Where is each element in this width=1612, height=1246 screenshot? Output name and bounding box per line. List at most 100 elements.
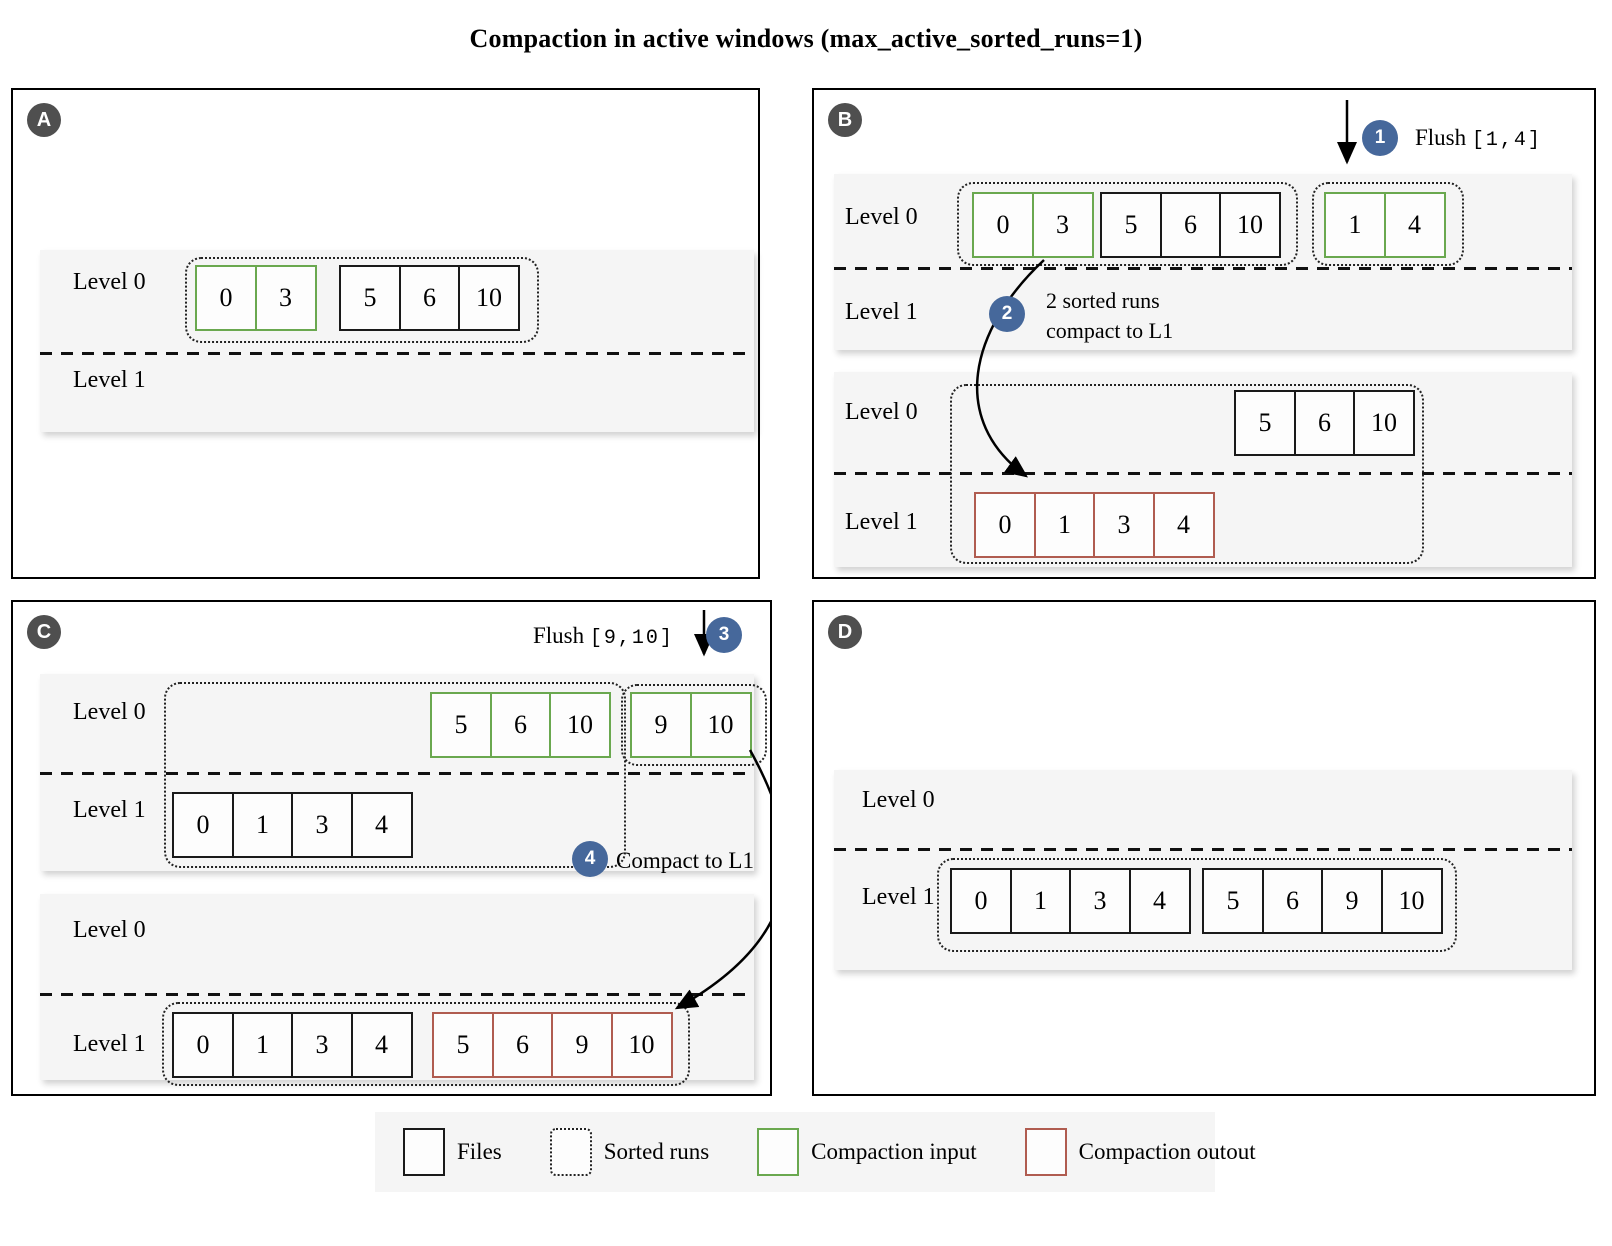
step-2-badge: 2 bbox=[989, 296, 1025, 332]
file-cell: 3 bbox=[1093, 492, 1155, 558]
file-cell: 9 bbox=[1321, 868, 1383, 934]
file-cell: 0 bbox=[950, 868, 1012, 934]
legend-label: Compaction outout bbox=[1078, 1139, 1256, 1164]
panel-c-before-level1-label: Level 1 bbox=[73, 797, 146, 823]
step-3-badge: 3 bbox=[706, 617, 742, 653]
compact-note: Compact to L1 bbox=[616, 848, 754, 873]
file-cell: 4 bbox=[350, 792, 413, 858]
legend: Files Sorted runs Compaction input Compa… bbox=[375, 1112, 1256, 1192]
file-cell: 4 bbox=[1152, 492, 1215, 558]
panel-b-before-divider bbox=[834, 267, 1572, 270]
sorted-runs-swatch-icon bbox=[549, 1128, 592, 1176]
panel-b-before-level1-label: Level 1 bbox=[845, 299, 918, 325]
file-cell: 10 bbox=[610, 1012, 673, 1078]
file-cell: 1 bbox=[1324, 192, 1386, 258]
file-cell: 5 bbox=[432, 1012, 494, 1078]
panel-d-level0-label: Level 0 bbox=[862, 787, 935, 813]
file-cell: 3 bbox=[1031, 192, 1094, 258]
panel-b-after-level0-label: Level 0 bbox=[845, 399, 918, 425]
panel-a-level1-label: Level 1 bbox=[73, 367, 146, 393]
file-cell: 0 bbox=[172, 792, 234, 858]
legend-item-compaction-output: Compaction outout bbox=[1024, 1128, 1256, 1176]
file-cell: 1 bbox=[231, 1012, 294, 1078]
file-cell: 10 bbox=[1219, 192, 1281, 258]
legend-item-compaction-input: Compaction input bbox=[757, 1128, 977, 1176]
file-cell: 6 bbox=[398, 265, 461, 331]
file-cell: 1 bbox=[1033, 492, 1096, 558]
file-cell: 1 bbox=[1009, 868, 1072, 934]
legend-label: Sorted runs bbox=[603, 1139, 710, 1164]
panel-c-before-divider bbox=[40, 772, 754, 775]
sorted-run-outline bbox=[950, 384, 1424, 564]
file-cell: 3 bbox=[1069, 868, 1131, 934]
sorted-run-outline bbox=[1312, 182, 1464, 266]
file-cell: 5 bbox=[430, 692, 492, 758]
file-cell: 4 bbox=[350, 1012, 413, 1078]
sorted-run-outline bbox=[937, 858, 1457, 952]
panel-c-badge: C bbox=[27, 615, 61, 649]
file-cell: 10 bbox=[689, 692, 752, 758]
panel-b-after-divider bbox=[834, 472, 1572, 475]
file-cell: 4 bbox=[1383, 192, 1446, 258]
panel-b-after-level1-label: Level 1 bbox=[845, 509, 918, 535]
file-cell: 10 bbox=[458, 265, 520, 331]
flush-label: Flush bbox=[533, 623, 585, 648]
file-cell: 0 bbox=[195, 265, 257, 331]
panel-d-level-divider bbox=[834, 848, 1572, 851]
panel-d-level1-label: Level 1 bbox=[862, 884, 935, 910]
sorted-run-outline bbox=[164, 682, 626, 868]
panel-c-after-divider bbox=[40, 993, 754, 996]
panel-a-level0-label: Level 0 bbox=[73, 269, 146, 295]
file-cell: 5 bbox=[1234, 390, 1296, 456]
legend-item-sorted-runs: Sorted runs bbox=[549, 1128, 710, 1176]
file-cell: 5 bbox=[339, 265, 401, 331]
step-4-badge: 4 bbox=[572, 841, 608, 877]
panel-c-after-level0-label: Level 0 bbox=[73, 917, 146, 943]
compact-note-line2: compact to L1 bbox=[1046, 318, 1174, 343]
panel-c-before-level0-label: Level 0 bbox=[73, 699, 146, 725]
legend-item-files: Files bbox=[403, 1128, 502, 1176]
legend-label: Compaction input bbox=[811, 1139, 977, 1164]
panel-d-badge: D bbox=[828, 615, 862, 649]
file-cell: 10 bbox=[549, 692, 611, 758]
file-cell: 10 bbox=[1380, 868, 1443, 934]
panel-b-before-level0-label: Level 0 bbox=[845, 204, 918, 230]
panel-b-badge: B bbox=[828, 103, 862, 137]
file-cell: 1 bbox=[231, 792, 294, 858]
flush-label: Flush bbox=[1415, 125, 1467, 150]
file-cell: 3 bbox=[291, 1012, 353, 1078]
file-cell: 9 bbox=[630, 692, 692, 758]
legend-label: Files bbox=[457, 1139, 502, 1164]
file-cell: 9 bbox=[551, 1012, 613, 1078]
file-cell: 6 bbox=[1293, 390, 1356, 456]
file-cell: 5 bbox=[1202, 868, 1264, 934]
panel-a-level-divider bbox=[40, 352, 754, 355]
sorted-run-outline bbox=[957, 182, 1298, 266]
file-cell: 4 bbox=[1128, 868, 1191, 934]
file-cell: 0 bbox=[972, 192, 1034, 258]
flush-range: [1,4] bbox=[1471, 129, 1542, 152]
panel-a-badge: A bbox=[27, 103, 61, 137]
file-cell: 6 bbox=[1261, 868, 1324, 934]
files-swatch-icon bbox=[403, 1128, 445, 1176]
file-cell: 6 bbox=[489, 692, 552, 758]
file-cell: 6 bbox=[491, 1012, 554, 1078]
file-cell: 3 bbox=[254, 265, 317, 331]
diagram-title: Compaction in active windows (max_active… bbox=[469, 24, 1143, 53]
sorted-run-outline bbox=[185, 257, 539, 343]
